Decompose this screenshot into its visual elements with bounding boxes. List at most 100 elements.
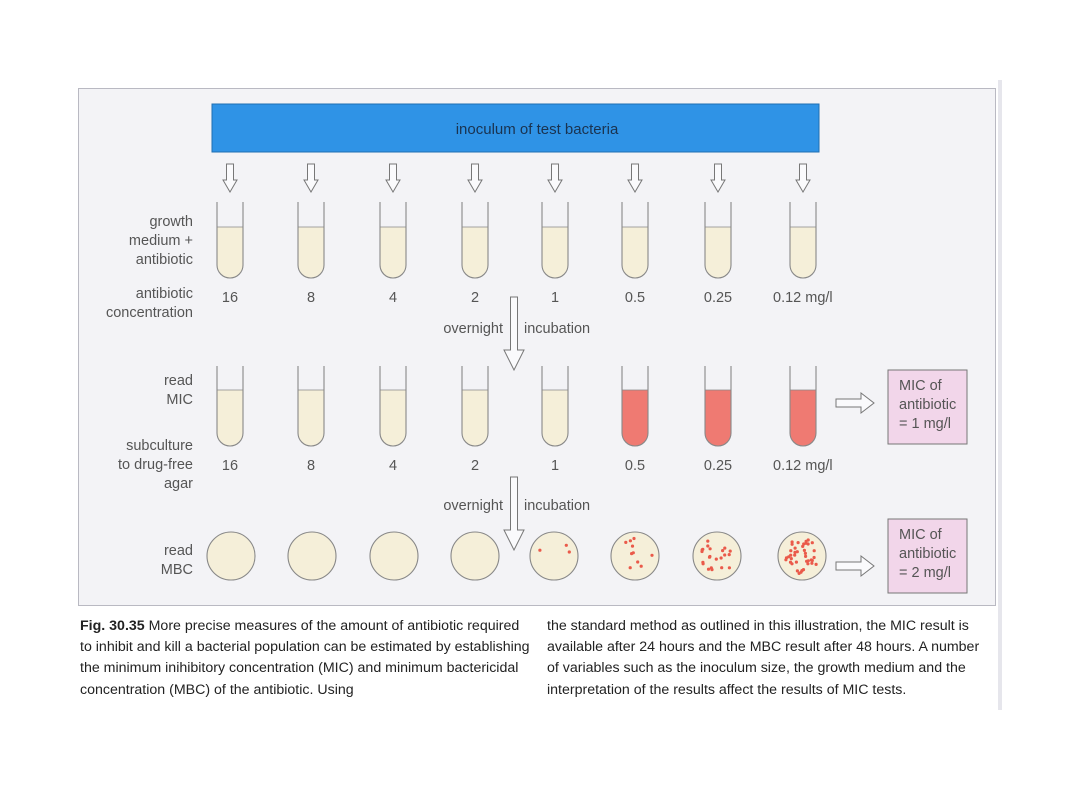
row-label-growth-medium-1: growth [149,214,193,230]
row-label-read-mic-2: MIC [166,392,193,408]
medium-tube-8-liquid [790,227,816,278]
medium-tube-3-liquid [380,227,406,278]
colony-8-32 [794,560,799,564]
agar-plate-2 [287,531,337,581]
concentration-row2-6: 0.5 [625,458,645,474]
plate-layer [206,531,827,581]
page-edge-strip [998,80,1002,710]
incubation-arrow-1 [503,296,525,372]
inoculum-arrow-1 [222,163,238,193]
colony-7-8 [723,553,727,557]
mic-tube-8-glass [789,366,817,447]
concentration-row2-5: 1 [551,458,559,474]
colony-6-2 [628,539,633,543]
mic-tube-2-glass [297,366,325,447]
colony-8-8 [801,544,805,549]
inoculum-arrow-6 [627,163,643,193]
inoculum-arrow-2 [303,163,319,193]
concentration-row1-1: 16 [222,290,238,306]
concentration-row2-7: 0.25 [704,458,732,474]
colony-7-20 [708,547,712,551]
colony-7-16 [709,566,713,570]
colony-8-2 [789,557,793,561]
medium-tube-3-glass [379,202,407,279]
mbc-result-line-3: = 2 mg/l [899,565,951,581]
colony-8-31 [810,558,814,563]
incubation-arrow-2 [503,476,525,552]
inoculum-arrow-4 [467,163,483,193]
mic-tube-3-liquid [380,390,406,446]
colony-8-18 [789,549,793,553]
colony-7-9 [706,539,710,543]
colony-8-35 [790,540,794,544]
mic-tube-7-glass [704,366,732,447]
inoculum-banner-label: inoculum of test bacteria [456,121,619,138]
caption-left: Fig. 30.35 More precise measures of the … [80,616,530,701]
row-label-antibiotic-concentration-1: antibiotic [136,286,193,302]
medium-tube-4-liquid [462,227,488,278]
colony-7-22 [720,566,724,570]
colony-7-15 [728,549,732,553]
incubation-label-1: incubation [524,321,590,337]
medium-tube-6-liquid [622,227,648,278]
colony-8-21 [812,549,816,553]
colony-8-33 [810,541,814,545]
medium-tube-4-glass [461,202,489,279]
medium-tube-6-glass [621,202,649,279]
colony-7-14 [708,554,712,559]
inoculum-arrow-3 [385,163,401,193]
mic-tube-8-liquid [790,390,816,446]
colony-7-19 [727,553,731,557]
figure-label: Fig. 30.35 [80,618,145,634]
colony-8-39 [799,570,803,574]
tube-layer [216,202,817,447]
colony-5-3 [538,548,542,552]
medium-tube-5-glass [541,202,569,279]
row-label-subculture-2: to drug-free [118,457,193,473]
colony-7-12 [701,562,705,566]
colony-8-9 [788,560,793,564]
row-label-read-mic-1: read [164,373,193,389]
colony-5-1 [564,543,568,547]
row-label-growth-medium-3: antibiotic [136,252,193,268]
colony-7-3 [727,566,732,570]
medium-tube-8-glass [789,202,817,279]
medium-tube-2-liquid [298,227,324,278]
mic-tube-5-glass [541,366,569,447]
concentration-row2-3: 4 [389,458,397,474]
colony-8-26 [802,542,806,546]
mic-result-line-3: = 1 mg/l [899,416,951,432]
colony-8-24 [789,553,793,557]
row-label-subculture-1: subculture [126,438,193,454]
colony-7-11 [719,556,723,560]
colony-8-11 [803,551,808,556]
colony-6-6 [636,560,640,564]
mic-tube-5-liquid [542,390,568,446]
colony-7-18 [701,547,705,551]
inoculum-banner [211,103,820,153]
row-label-read-mbc-1: read [164,543,193,559]
mic-tube-6-liquid [622,390,648,446]
mbc-result-box [887,518,968,594]
colony-8-40 [801,568,806,572]
concentration-row1-8: 0.12 mg/l [773,290,833,306]
row-label-antibiotic-concentration-2: concentration [106,305,193,321]
colony-7-21 [706,544,710,548]
inoculum-arrow-8 [795,163,811,193]
medium-tube-2-glass [297,202,325,279]
colony-6-8 [639,564,643,568]
mic-tube-7-liquid [705,390,731,446]
arrow-layer [222,163,811,552]
concentration-row2-8: 0.12 mg/l [773,458,833,474]
colony-5-2 [567,550,571,554]
colony-8-30 [790,542,794,546]
incubation-label-2: incubation [524,498,590,514]
concentration-row1-3: 4 [389,290,397,306]
overnight-label-2: overnight [443,498,503,514]
mic-tube-4-liquid [462,390,488,446]
agar-plate-8 [777,531,827,581]
agar-plate-3 [369,531,419,581]
agar-plate-6 [610,531,660,581]
